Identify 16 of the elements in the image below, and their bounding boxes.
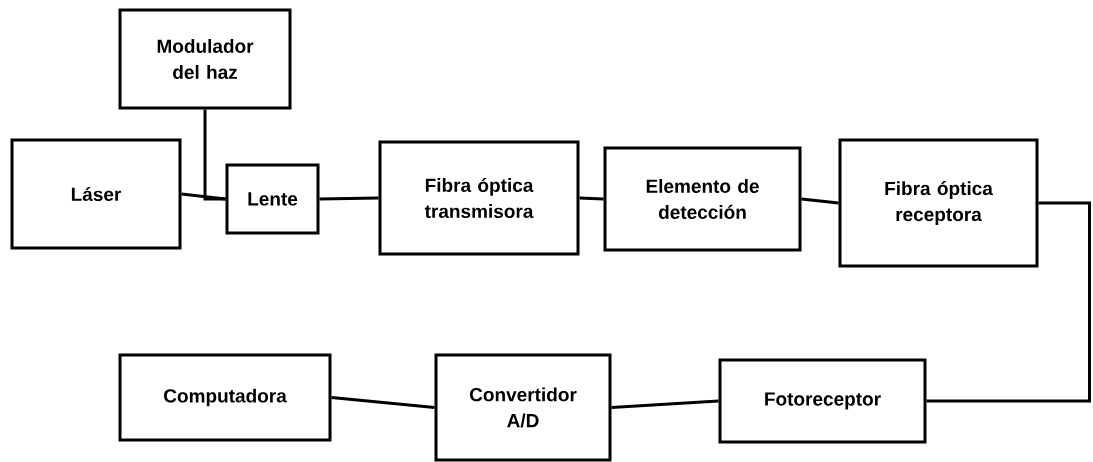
process-box: Convertidor A/D (434, 353, 612, 462)
connector-line (579, 196, 604, 201)
process-box: Modulador del haz (118, 8, 292, 110)
connector-line (331, 396, 435, 409)
connector-line (319, 196, 379, 201)
connector-line (611, 399, 719, 409)
process-box: Fibra óptica receptora (838, 138, 1039, 268)
process-box: Fotoreceptor (718, 358, 927, 444)
connector-line (801, 197, 839, 205)
connector-line (926, 201, 1091, 403)
process-box: Computadora (118, 353, 332, 442)
connector-line (203, 109, 226, 201)
process-box: Elemento de detección (603, 146, 802, 252)
process-box: Láser (10, 138, 182, 250)
process-box: Lente (225, 163, 320, 235)
process-box: Fibra óptica transmisora (378, 140, 580, 256)
